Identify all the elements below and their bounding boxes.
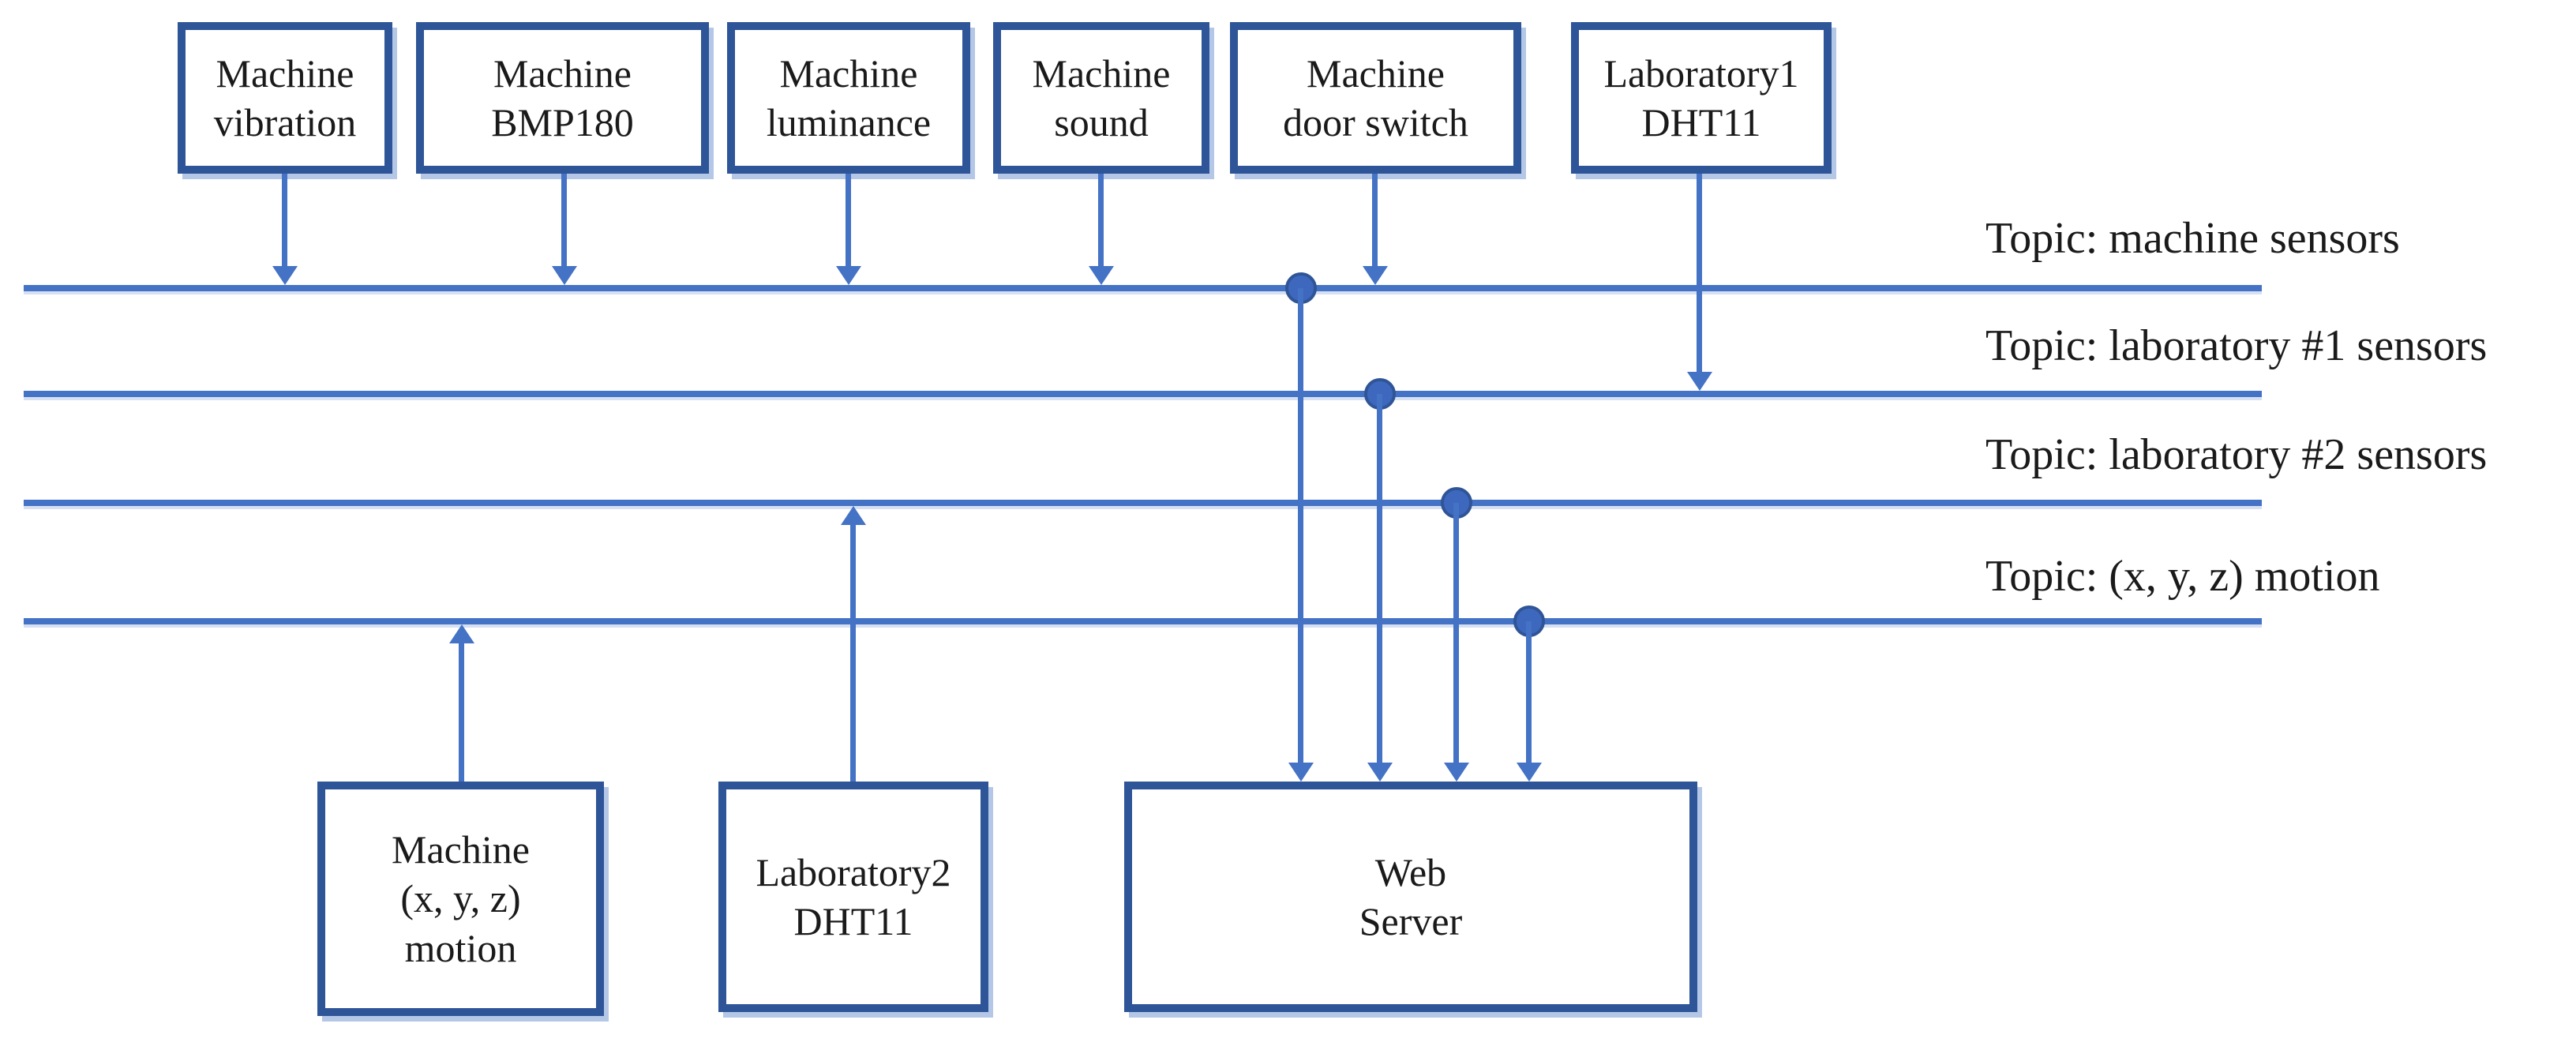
arrowhead-down-icon [1367, 763, 1393, 782]
publisher-box-laboratory1-dht11: Laboratory1 DHT11 [1571, 22, 1832, 174]
arrowhead-down-icon [1363, 266, 1388, 285]
arrowhead-up-icon [841, 506, 866, 525]
bus-line-laboratory1-sensors [24, 391, 2262, 397]
subscriber-box-web-server: Web Server [1124, 782, 1697, 1012]
arrowhead-down-icon [836, 266, 861, 285]
arrowhead-down-icon [552, 266, 577, 285]
arrowhead-down-icon [1288, 763, 1314, 782]
arrow-stem [282, 174, 287, 267]
topic-label-laboratory1-sensors: Topic: laboratory #1 sensors [1985, 321, 2488, 370]
topic-label-laboratory2-sensors: Topic: laboratory #2 sensors [1985, 430, 2488, 479]
bus-line-xyz-motion [24, 618, 2262, 624]
arrowhead-down-icon [1444, 763, 1469, 782]
publisher-box-machine-door-switch: Machine door switch [1230, 22, 1521, 174]
arrowhead-down-icon [272, 266, 298, 285]
arrow-stem [1453, 503, 1459, 763]
publisher-box-machine-bmp180: Machine BMP180 [416, 22, 709, 174]
arrowhead-down-icon [1089, 266, 1114, 285]
publisher-box-machine-luminance: Machine luminance [727, 22, 970, 174]
bus-line-laboratory2-sensors [24, 500, 2262, 506]
arrow-stem [1098, 174, 1104, 267]
arrow-stem [846, 174, 851, 267]
arrow-stem [1697, 174, 1702, 373]
arrow-stem [1372, 174, 1378, 267]
publisher-box-machine-sound: Machine sound [993, 22, 1209, 174]
arrow-stem [1377, 394, 1382, 763]
arrow-stem [1298, 288, 1303, 763]
bus-line-machine-sensors [24, 285, 2262, 291]
arrow-stem [1526, 621, 1532, 763]
arrow-stem [850, 523, 856, 782]
arrow-stem [459, 642, 464, 782]
arrowhead-up-icon [449, 624, 474, 643]
topic-label-xyz-motion: Topic: (x, y, z) motion [1985, 552, 2380, 601]
subscriber-box-laboratory2-dht11: Laboratory2 DHT11 [718, 782, 988, 1012]
arrowhead-down-icon [1517, 763, 1542, 782]
publisher-box-machine-vibration: Machine vibration [178, 22, 392, 174]
arrowhead-down-icon [1687, 372, 1712, 391]
subscriber-box-machine-xyz-motion: Machine (x, y, z) motion [317, 782, 604, 1016]
arrow-stem [561, 174, 567, 267]
topic-label-machine-sensors: Topic: machine sensors [1985, 214, 2400, 263]
